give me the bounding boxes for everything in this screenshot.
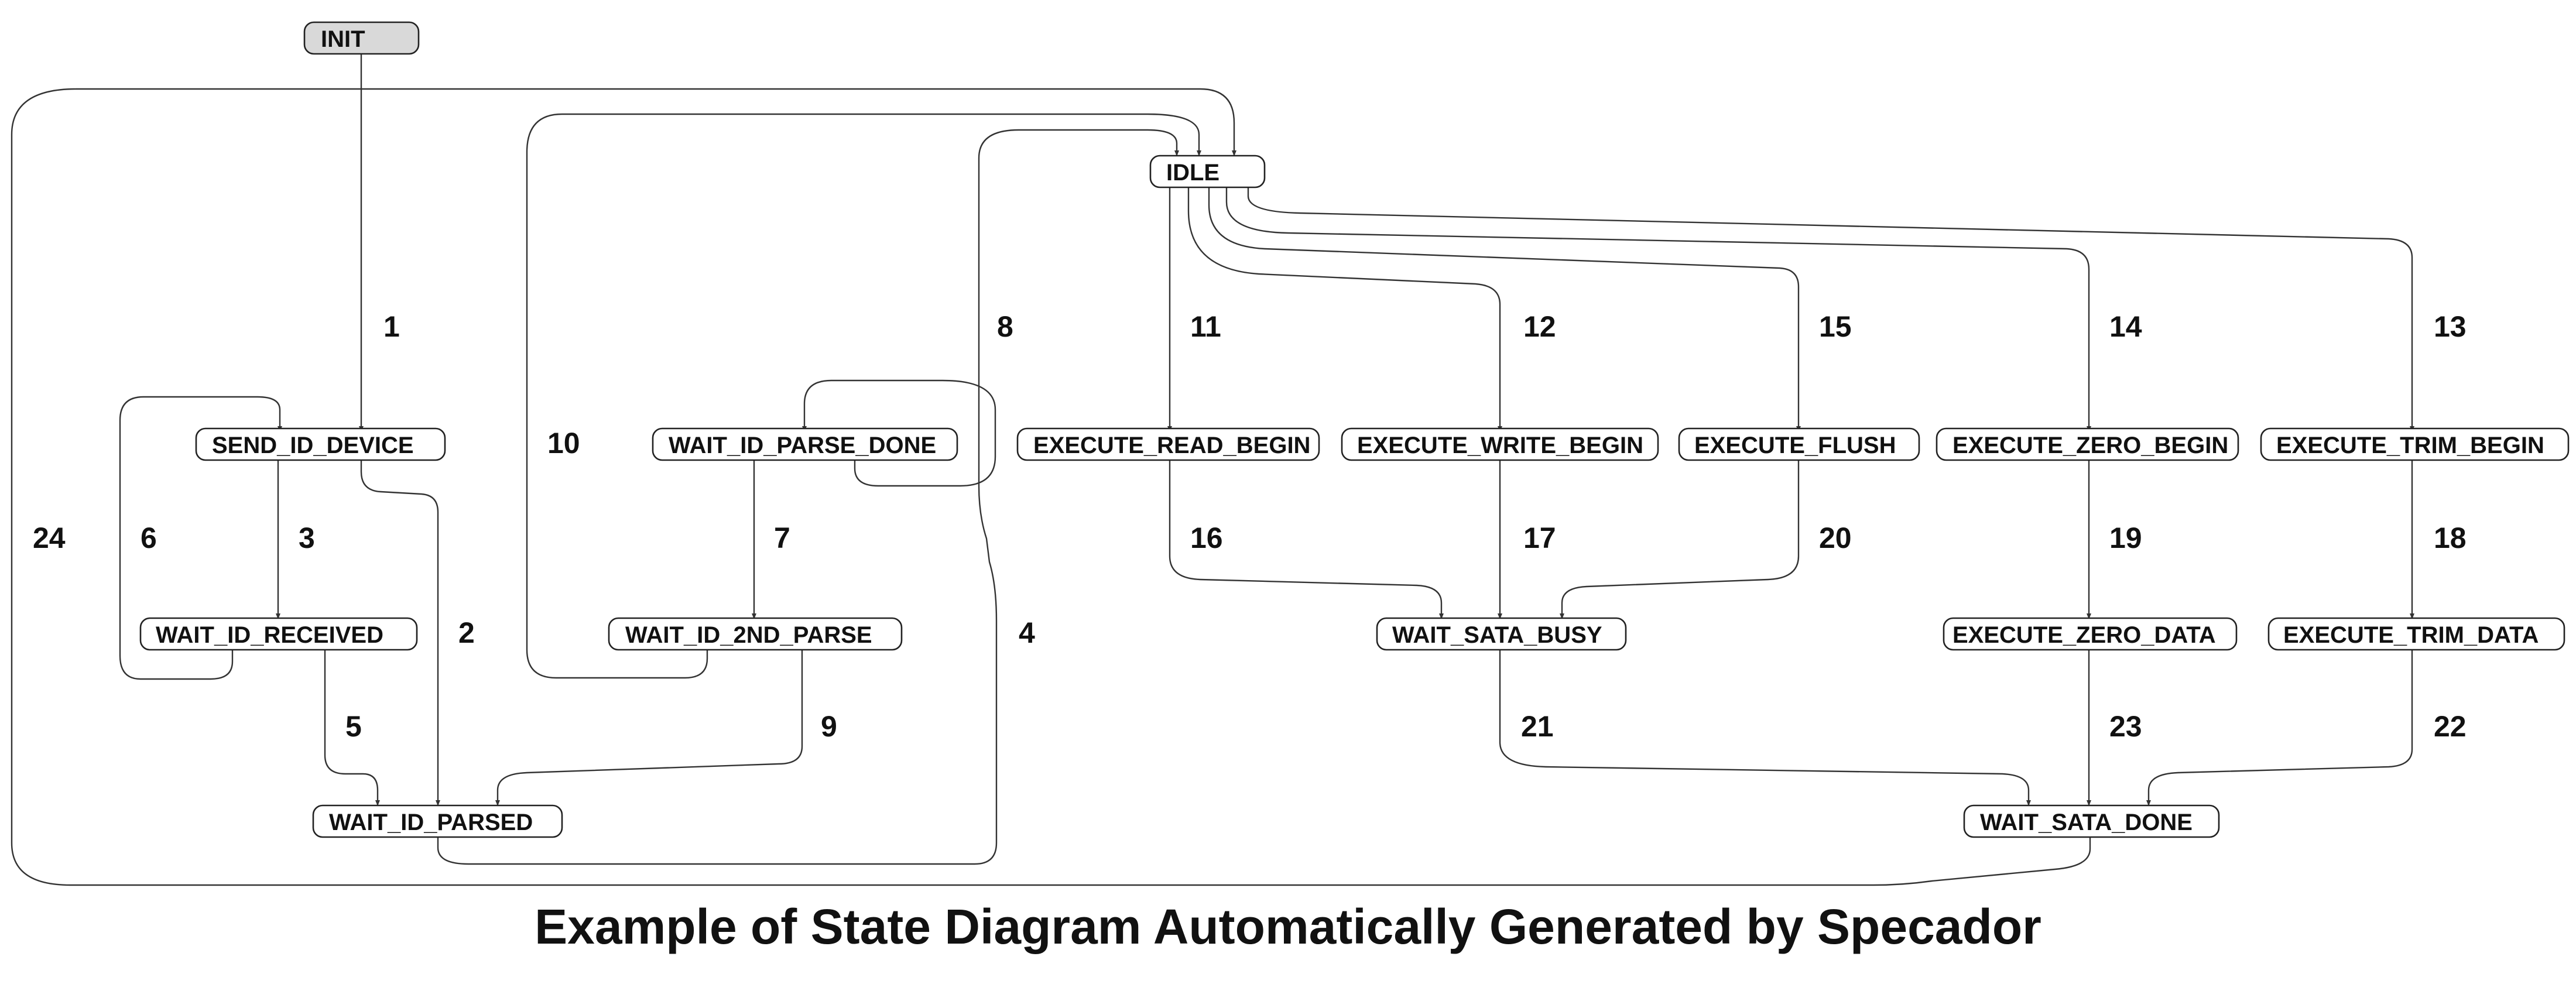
state-execute-flush-label: EXECUTE_FLUSH xyxy=(1694,433,1896,458)
edge-label-22: 22 xyxy=(2434,710,2467,743)
diagram-caption: Example of State Diagram Automatically G… xyxy=(535,899,2041,954)
edge-21 xyxy=(1499,650,2031,806)
edge-label-15: 15 xyxy=(1819,310,1852,343)
edge-label-24: 24 xyxy=(33,522,66,554)
edge-label-21: 21 xyxy=(1521,710,1554,743)
state-init: INIT xyxy=(303,21,420,55)
edge-label-2: 2 xyxy=(458,616,475,649)
state-wait-id-parsed: WAIT_ID_PARSED xyxy=(312,804,563,838)
state-execute-trim-begin: EXECUTE_TRIM_BEGIN xyxy=(2260,427,2570,461)
edge-16 xyxy=(1169,460,1444,619)
state-wait-id-2nd-parse-label: WAIT_ID_2ND_PARSE xyxy=(625,622,872,648)
edge-label-23: 23 xyxy=(2109,710,2142,743)
edge-15 xyxy=(1208,187,1801,432)
state-execute-zero-data-label: EXECUTE_ZERO_DATA xyxy=(1952,622,2216,648)
state-execute-zero-data: EXECUTE_ZERO_DATA xyxy=(1943,617,2238,651)
state-execute-zero-begin-label: EXECUTE_ZERO_BEGIN xyxy=(1952,433,2228,458)
state-execute-trim-data: EXECUTE_TRIM_DATA xyxy=(2267,617,2565,651)
nodes: INIT IDLE SEND_ID_DEVICE WAIT_ID_RECEIVE… xyxy=(139,21,2570,838)
edge-label-4: 4 xyxy=(1019,616,1035,649)
edge-label-18: 18 xyxy=(2434,522,2467,554)
edge-12 xyxy=(1187,187,1502,432)
edge-13 xyxy=(1247,187,2414,432)
state-wait-sata-done: WAIT_SATA_DONE xyxy=(1963,804,2220,838)
edge-20 xyxy=(1560,460,1800,619)
edge-8 xyxy=(802,379,996,487)
edge-label-9: 9 xyxy=(821,710,837,743)
edge-label-14: 14 xyxy=(2109,310,2142,343)
state-wait-id-parsed-label: WAIT_ID_PARSED xyxy=(329,810,533,835)
edge-label-16: 16 xyxy=(1190,522,1223,554)
state-execute-trim-begin-label: EXECUTE_TRIM_BEGIN xyxy=(2276,433,2544,458)
edge-label-19: 19 xyxy=(2109,522,2142,554)
state-init-label: INIT xyxy=(321,26,365,52)
state-execute-zero-begin: EXECUTE_ZERO_BEGIN xyxy=(1936,427,2239,461)
state-wait-sata-busy: WAIT_SATA_BUSY xyxy=(1376,617,1627,651)
edge-label-3: 3 xyxy=(299,522,315,554)
state-send-id-device: SEND_ID_DEVICE xyxy=(195,427,446,461)
state-execute-read-begin-label: EXECUTE_READ_BEGIN xyxy=(1033,433,1310,458)
state-wait-sata-done-label: WAIT_SATA_DONE xyxy=(1980,810,2193,835)
edge-label-11: 11 xyxy=(1190,310,1221,343)
edge-label-8: 8 xyxy=(997,310,1013,343)
edge-labels: 1 2 3 4 5 6 7 8 9 10 11 12 13 14 15 16 1… xyxy=(33,310,2467,743)
edge-9 xyxy=(495,650,803,806)
state-idle: IDLE xyxy=(1149,155,1266,188)
edge-label-6: 6 xyxy=(141,522,157,554)
state-execute-flush: EXECUTE_FLUSH xyxy=(1678,427,1920,461)
state-wait-id-2nd-parse: WAIT_ID_2ND_PARSE xyxy=(608,617,903,651)
edge-label-5: 5 xyxy=(345,710,362,743)
state-wait-id-parse-done: WAIT_ID_PARSE_DONE xyxy=(652,427,958,461)
edge-label-7: 7 xyxy=(774,522,790,554)
state-wait-id-received-label: WAIT_ID_RECEIVED xyxy=(156,622,383,648)
state-wait-sata-busy-label: WAIT_SATA_BUSY xyxy=(1392,622,1602,648)
edge-10 xyxy=(526,113,1201,679)
edge-5 xyxy=(324,650,380,806)
edge-6 xyxy=(119,396,282,680)
state-idle-label: IDLE xyxy=(1166,160,1220,186)
state-execute-write-begin-label: EXECUTE_WRITE_BEGIN xyxy=(1357,433,1643,458)
edge-4 xyxy=(437,129,1179,865)
edge-label-10: 10 xyxy=(547,427,580,460)
edges xyxy=(11,54,2414,886)
state-execute-trim-data-label: EXECUTE_TRIM_DATA xyxy=(2283,622,2539,648)
state-wait-id-parse-done-label: WAIT_ID_PARSE_DONE xyxy=(669,433,936,458)
edge-label-20: 20 xyxy=(1819,522,1852,554)
edge-label-1: 1 xyxy=(383,310,400,343)
edge-label-13: 13 xyxy=(2434,310,2467,343)
state-execute-read-begin: EXECUTE_READ_BEGIN xyxy=(1016,427,1320,461)
edge-22 xyxy=(2146,650,2413,806)
edge-14 xyxy=(1225,187,2091,432)
edge-label-12: 12 xyxy=(1523,310,1556,343)
edge-2 xyxy=(360,460,440,806)
state-send-id-device-label: SEND_ID_DEVICE xyxy=(212,433,414,458)
edge-24 xyxy=(11,88,2091,886)
state-wait-id-received: WAIT_ID_RECEIVED xyxy=(139,617,418,651)
state-execute-write-begin: EXECUTE_WRITE_BEGIN xyxy=(1341,427,1659,461)
edge-label-17: 17 xyxy=(1523,522,1556,554)
